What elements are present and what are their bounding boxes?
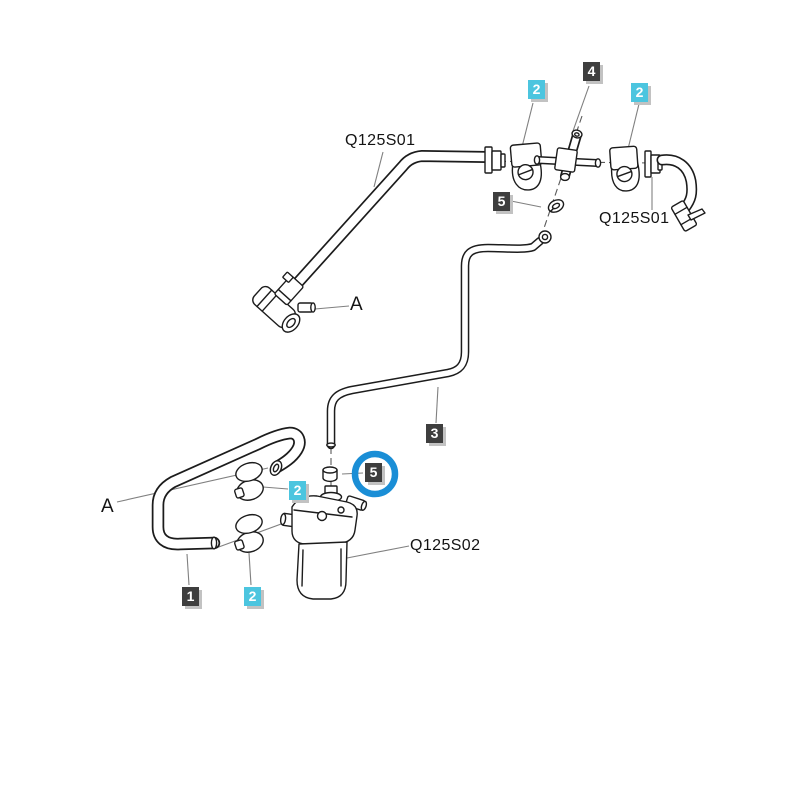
callout-2-mid[interactable]: 2	[289, 481, 306, 500]
connector-tab	[687, 208, 706, 221]
callout-2-top-left[interactable]: 2	[528, 80, 545, 99]
part-label-q125s02: Q125S02	[410, 537, 481, 554]
fuel-filter-q125s02	[279, 485, 368, 600]
clamp-2-left	[509, 142, 543, 191]
highlight-circle	[351, 450, 399, 498]
ref-label-a-left: A	[101, 496, 115, 517]
clamp-2-right	[609, 145, 640, 192]
callout-2-top-right[interactable]: 2	[631, 83, 648, 102]
leader-lines	[186, 85, 653, 586]
side-nipple	[297, 302, 316, 313]
part-label-q125s01-right: Q125S01	[599, 210, 670, 227]
hose-end-connector	[670, 200, 698, 232]
hose-end-fitting-right	[484, 146, 506, 174]
grommet-5	[547, 199, 565, 213]
callout-5-circled[interactable]: 5	[365, 463, 382, 482]
ref-label-a-top: A	[350, 294, 364, 315]
filter-canister	[296, 541, 348, 600]
breather-fitting-a	[252, 271, 316, 333]
four-way-connector-4	[533, 129, 602, 182]
lower-hose-1	[151, 426, 306, 551]
upper-hose-q125s01	[288, 150, 493, 293]
callout-3[interactable]: 3	[426, 424, 443, 443]
clamp-2-lower	[234, 513, 264, 553]
hose-clamp-a	[274, 271, 304, 306]
callout-4[interactable]: 4	[583, 62, 600, 81]
callout-2-bottom[interactable]: 2	[244, 587, 261, 606]
callout-1[interactable]: 1	[182, 587, 199, 606]
part-label-q125s01-top: Q125S01	[345, 132, 416, 149]
callout-5-top[interactable]: 5	[493, 192, 510, 211]
right-hose-q125s01	[656, 154, 706, 232]
bushing-5	[322, 466, 338, 483]
clamp-2-upper	[234, 461, 264, 501]
vent-pipe-3	[326, 230, 552, 450]
